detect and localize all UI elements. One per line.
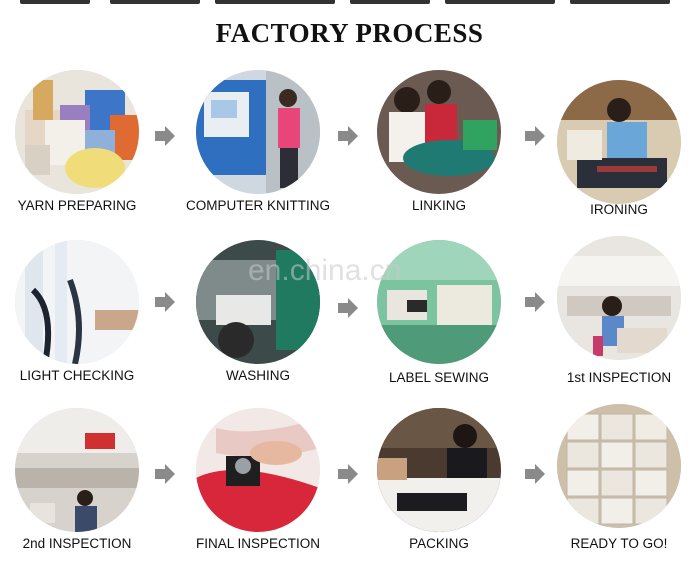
washing-photo [196,240,320,364]
light-checking-photo [15,240,139,364]
step-label: 2nd INSPECTION [22,536,132,551]
arrow-right-icon [525,126,545,146]
packing-photo [377,408,501,532]
cartons-photo [557,404,681,528]
final-inspection-photo [196,408,320,532]
arrow-right-icon [155,464,175,484]
watermark: en.china.cn [248,254,402,287]
step-label: YARN PREPARING [17,198,137,213]
arrow-right-icon [338,298,358,318]
step-label: IRONING [590,202,648,217]
yarn-photo [15,70,139,194]
step-label: READY TO GO! [570,536,668,551]
step-label: 1st INSPECTION [566,370,672,385]
step-label: LIGHT CHECKING [19,368,135,383]
page-title: FACTORY PROCESS [215,18,484,48]
top-cropped-text-strip [0,0,699,5]
step-label: FINAL INSPECTION [195,536,321,551]
arrow-right-icon [155,126,175,146]
arrow-right-icon [525,292,545,312]
step-label: COMPUTER KNITTING [186,198,330,213]
second-inspection-photo [15,408,139,532]
ironing-photo [557,80,681,204]
knitting-photo [196,70,320,194]
arrow-right-icon [525,464,545,484]
arrow-right-icon [338,464,358,484]
step-label: WASHING [226,368,290,383]
arrow-right-icon [155,292,175,312]
linking-photo [377,70,501,194]
arrow-right-icon [338,126,358,146]
step-label: LINKING [411,198,466,213]
step-label: LABEL SEWING [388,370,490,385]
step-label: PACKING [409,536,469,551]
first-inspection-photo [557,236,681,360]
